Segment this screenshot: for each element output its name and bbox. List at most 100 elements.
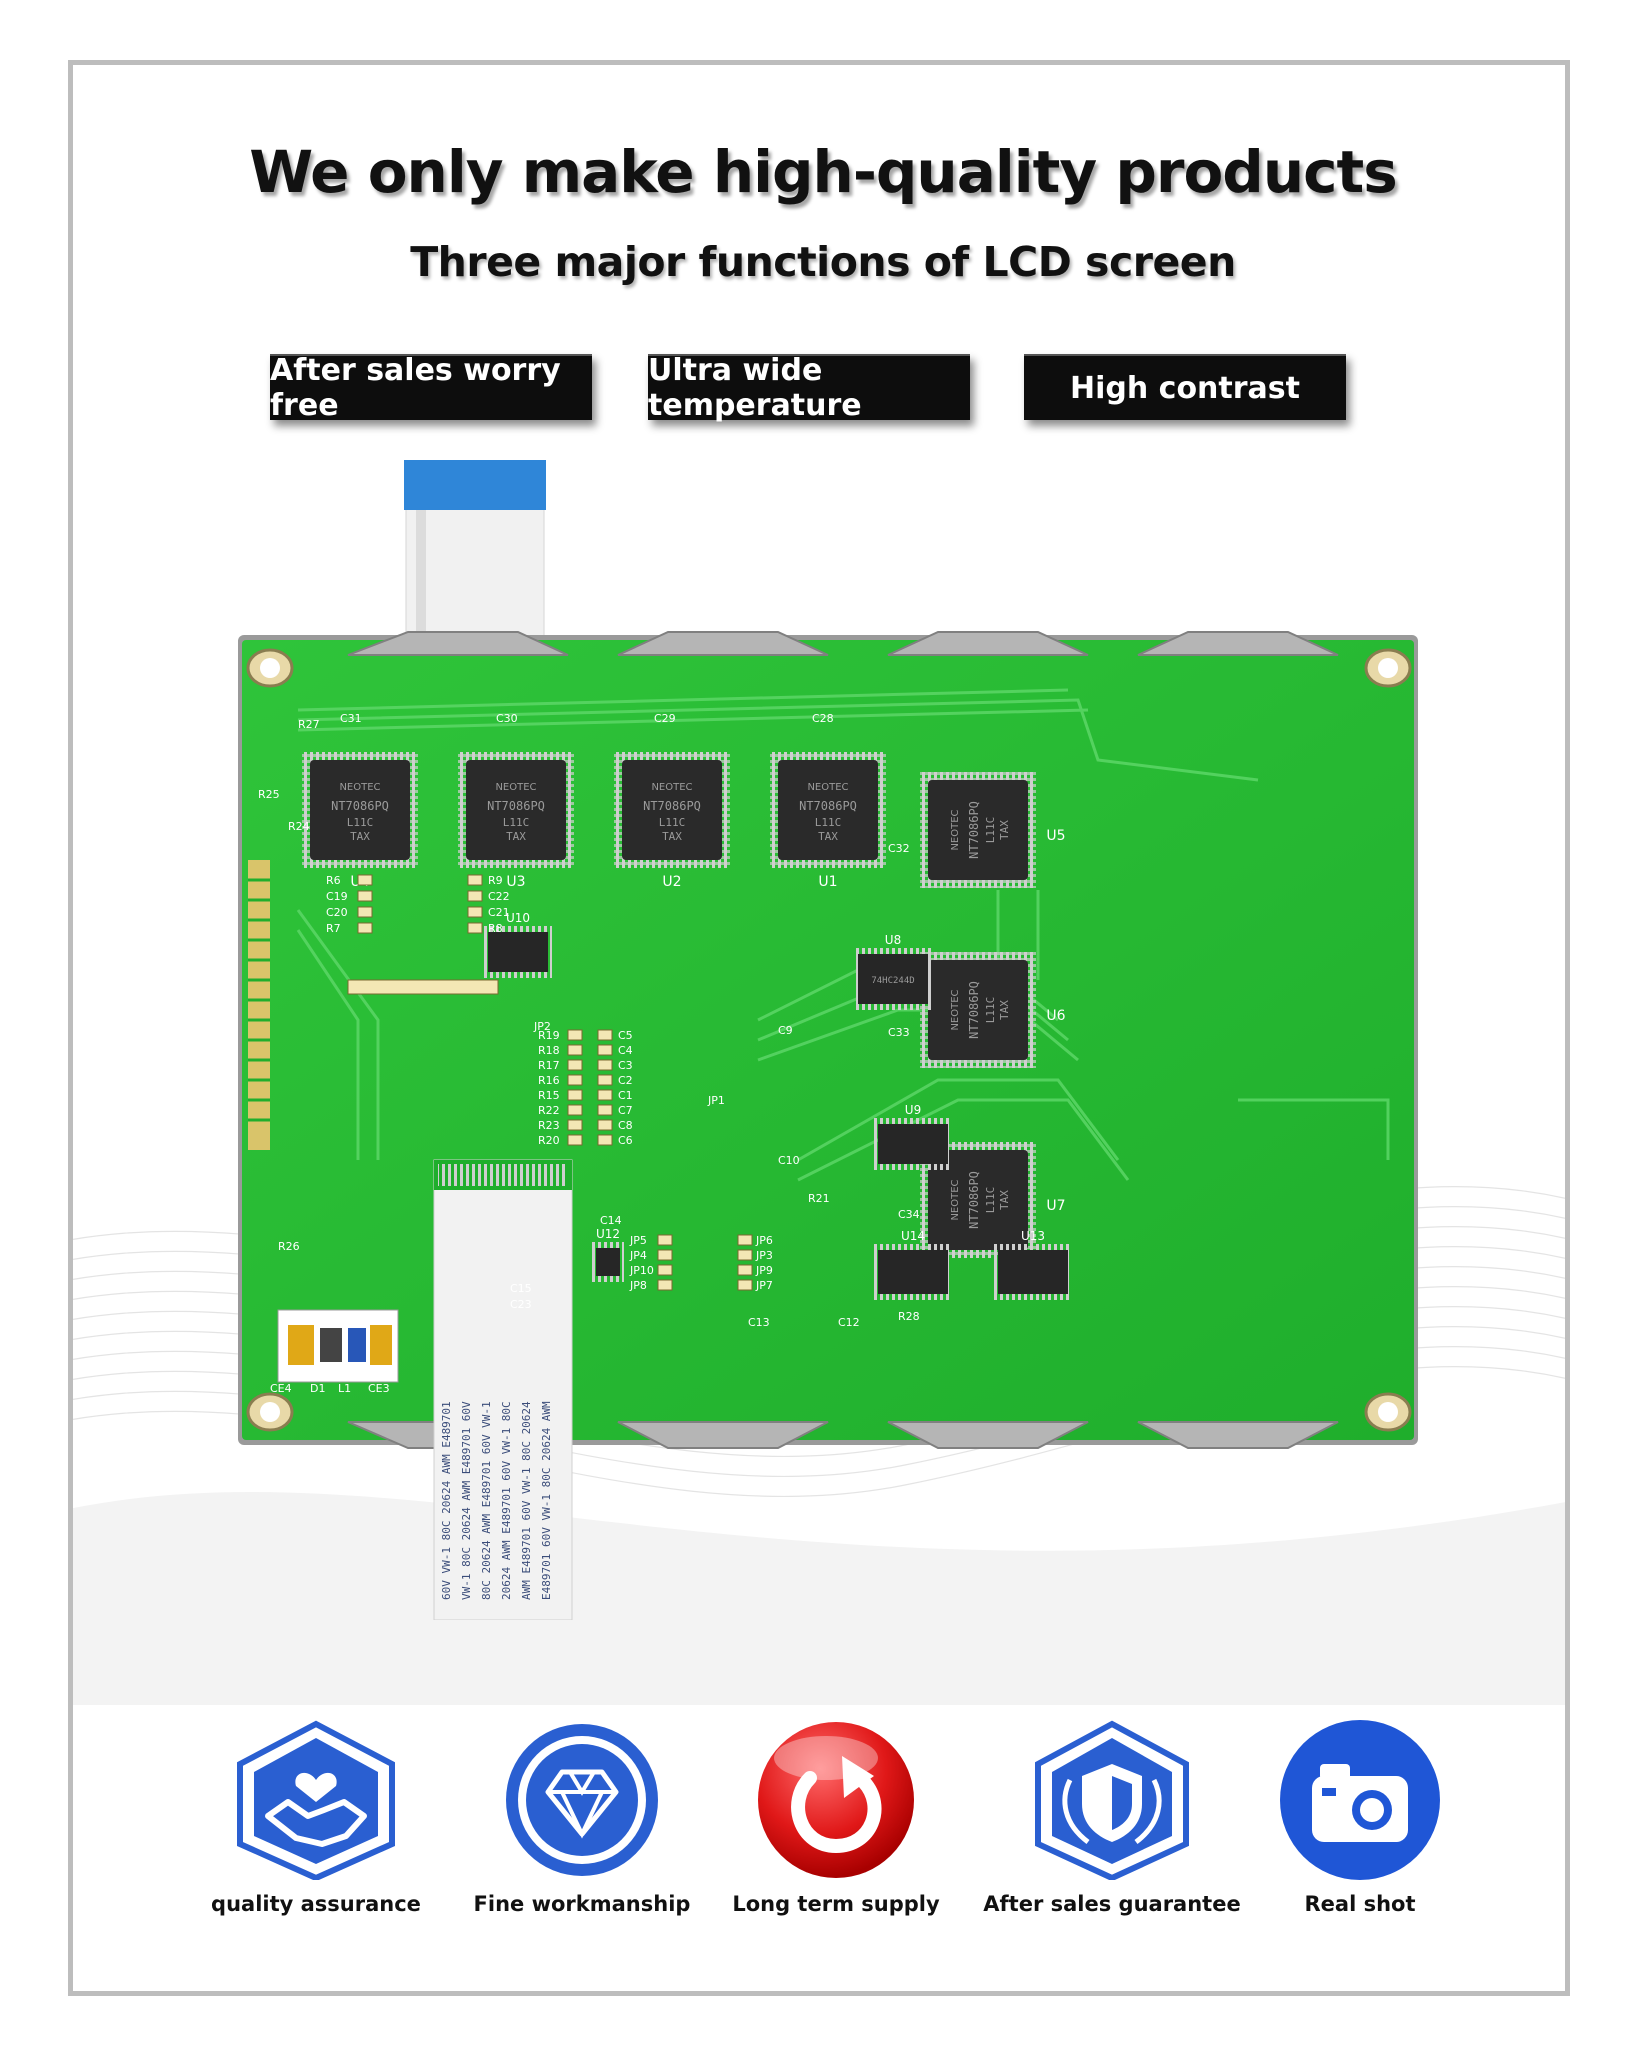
component-label: C31 [340, 712, 362, 725]
component-label: R6 [326, 874, 341, 887]
cable-print: AWM E489701 60V VW-1 80C 20624 [520, 1401, 533, 1600]
component-label: C19 [326, 890, 348, 903]
component-label: CE3 [368, 1382, 390, 1395]
component-label: C32 [888, 842, 910, 855]
chip-brand: NEOTEC [495, 782, 536, 793]
cable-print: VW-1 80C 20624 AWM E489701 60V [460, 1401, 473, 1600]
component-label: JP2 [533, 1020, 551, 1033]
ic-marking: 74HC244D [871, 976, 914, 986]
component-label: C4 [618, 1044, 633, 1057]
cable-print: E489701 60V VW-1 80C 20624 AWM [540, 1401, 553, 1600]
function-badge-temperature: Ultra wide temperature [648, 353, 970, 423]
ic-ref: U12 [596, 1227, 620, 1241]
component-label: R9 [488, 874, 503, 887]
chip-part: NT7086PQ [967, 981, 981, 1039]
diamond-icon [506, 1724, 658, 1876]
chip-brand: NEOTEC [807, 782, 848, 793]
chip-ref: U3 [506, 874, 525, 890]
component-label: C13 [748, 1316, 770, 1329]
component-label: C6 [618, 1134, 633, 1147]
cable-blue-tab [404, 460, 546, 510]
component-label: R27 [298, 718, 320, 731]
ic-chip: U14 [874, 1229, 952, 1300]
chip-line3: TAX [350, 830, 370, 843]
component-label: R26 [278, 1240, 300, 1253]
component-label: C30 [496, 712, 518, 725]
feature-label: Real shot [1304, 1892, 1416, 1916]
cable-print: 20624 AWM E489701 60V VW-1 80C [500, 1401, 513, 1600]
function-badge-label: High contrast [1070, 370, 1300, 406]
chip-line2: L11C [659, 816, 686, 829]
component-label: C22 [488, 890, 510, 903]
handshake-heart-icon [237, 1720, 395, 1882]
component-label: C23 [510, 1298, 532, 1311]
chip-ref: U2 [662, 874, 681, 890]
ic-chip: 74HC244D U8 [854, 933, 932, 1010]
component-label: C15 [510, 1282, 532, 1295]
ic-ref: U8 [885, 933, 901, 947]
ic-chip: U9 [874, 1103, 952, 1170]
jumper-label: JP4 [629, 1249, 647, 1262]
chip-line2: L11C [984, 817, 997, 844]
jumper-label: JP8 [629, 1279, 647, 1292]
ic-ref: U9 [905, 1103, 921, 1117]
feature-quality-assurance [196, 1720, 436, 1885]
component-label: D1 [310, 1382, 325, 1395]
function-badge-contrast: High contrast [1024, 354, 1346, 420]
chip-part: NT7086PQ [331, 799, 389, 813]
function-badge-label: After sales worry free [270, 353, 561, 423]
component-label: C9 [778, 1024, 793, 1037]
component-label: JP1 [707, 1094, 725, 1107]
component-label: R18 [538, 1044, 560, 1057]
component-label: R25 [258, 788, 280, 801]
headline: We only make high-quality products [249, 138, 1397, 206]
component-label: C3 [618, 1059, 633, 1072]
component-label: R16 [538, 1074, 560, 1087]
chip-line3: TAX [818, 830, 838, 843]
qfp-driver-chip: NEOTECNT7086PQL11CTAXU4 [302, 752, 418, 890]
chip-part: NT7086PQ [643, 799, 701, 813]
chip-ref: U7 [1046, 1198, 1065, 1214]
chip-line3: TAX [998, 1190, 1011, 1210]
chip-part: NT7086PQ [967, 1171, 981, 1229]
chip-ref: U6 [1046, 1008, 1065, 1024]
feature-label: After sales guarantee [983, 1892, 1241, 1916]
component-label: C14 [600, 1214, 622, 1227]
component-label: C10 [778, 1154, 800, 1167]
component-label: R21 [808, 1192, 830, 1205]
chip-line2: L11C [347, 816, 374, 829]
component-label: R7 [326, 922, 341, 935]
feature-label: Fine workmanship [473, 1892, 691, 1916]
lcd-module-photo: NEOTECNT7086PQL11CTAXU4NEOTECNT7086PQL11… [238, 460, 1418, 1620]
chip-line2: L11C [984, 997, 997, 1024]
jumper-label: JP5 [629, 1234, 647, 1247]
function-badge-label: Ultra wide temperature [648, 353, 862, 423]
component-label: C8 [618, 1119, 633, 1132]
component-label: C33 [888, 1026, 910, 1039]
chip-line2: L11C [815, 816, 842, 829]
component-label: R22 [538, 1104, 560, 1117]
subheadline: Three major functions of LCD screen [410, 238, 1236, 286]
chip-brand: NEOTEC [950, 989, 961, 1030]
chip-part: NT7086PQ [799, 799, 857, 813]
component-label: R17 [538, 1059, 560, 1072]
feature-label: quality assurance [211, 1892, 421, 1916]
component-label: C1 [618, 1089, 633, 1102]
chip-brand: NEOTEC [950, 1179, 961, 1220]
chip-line3: TAX [998, 1000, 1011, 1020]
chip-brand: NEOTEC [950, 809, 961, 850]
jumper-label: JP6 [755, 1234, 773, 1247]
feature-after-sales-guarantee [992, 1720, 1232, 1885]
component-label: C21 [488, 906, 510, 919]
chip-line3: TAX [506, 830, 526, 843]
component-label: C20 [326, 906, 348, 919]
refresh-arrow-icon [758, 1722, 914, 1878]
feature-label: Long term supply [732, 1892, 940, 1916]
component-label: C29 [654, 712, 676, 725]
component-label: R8 [488, 922, 503, 935]
